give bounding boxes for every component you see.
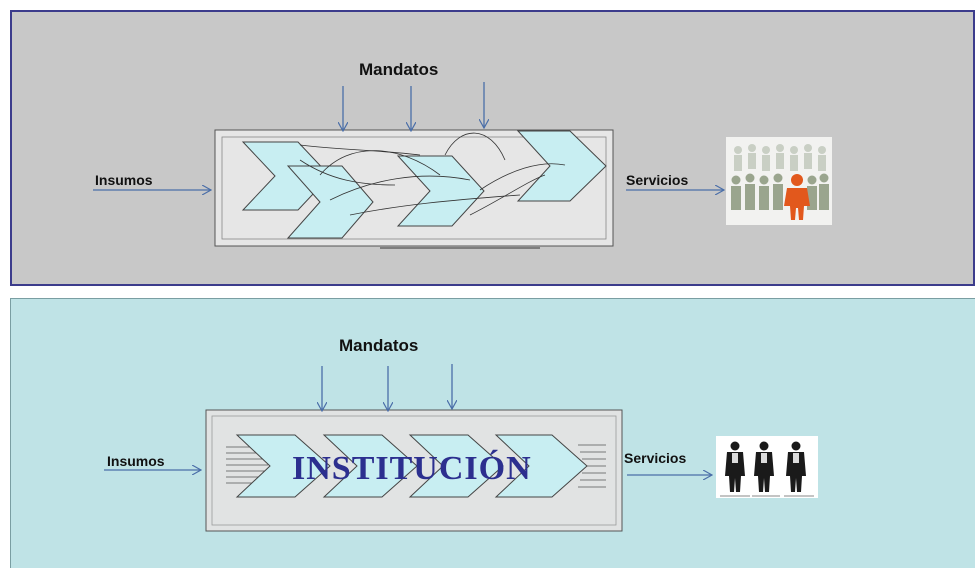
- bottom-mandatos-arrows: [322, 364, 452, 411]
- bottom-servicios-label: Servicios: [624, 450, 687, 466]
- top-chevron-3: [396, 155, 485, 227]
- top-chevrons: [241, 130, 607, 239]
- bottom-insumos-label: Insumos: [107, 453, 165, 469]
- top-mandatos-arrows: [343, 82, 484, 131]
- top-chevron-4: [516, 130, 607, 202]
- top-servicios-label: Servicios: [626, 172, 689, 188]
- top-mandatos-label: Mandatos: [359, 60, 439, 79]
- top-insumos-label: Insumos: [95, 172, 153, 188]
- crowd-people-icon: [726, 137, 832, 225]
- top-flow-curves: [299, 132, 566, 216]
- top-chevron-2: [286, 165, 374, 239]
- bottom-mandatos-label: Mandatos: [339, 336, 419, 355]
- bottom-chevron-2: [322, 434, 418, 498]
- bottom-chevron-3: [408, 434, 504, 498]
- top-chevron-1: [241, 141, 331, 211]
- institucion-label: INSTITUCIÓN: [292, 450, 532, 487]
- bottom-chevrons: [235, 434, 588, 498]
- bottom-chevron-1: [235, 434, 331, 498]
- bottom-chevron-4: [494, 434, 588, 498]
- bottom-right-lines: [578, 444, 606, 488]
- business-people-icon: [716, 436, 818, 498]
